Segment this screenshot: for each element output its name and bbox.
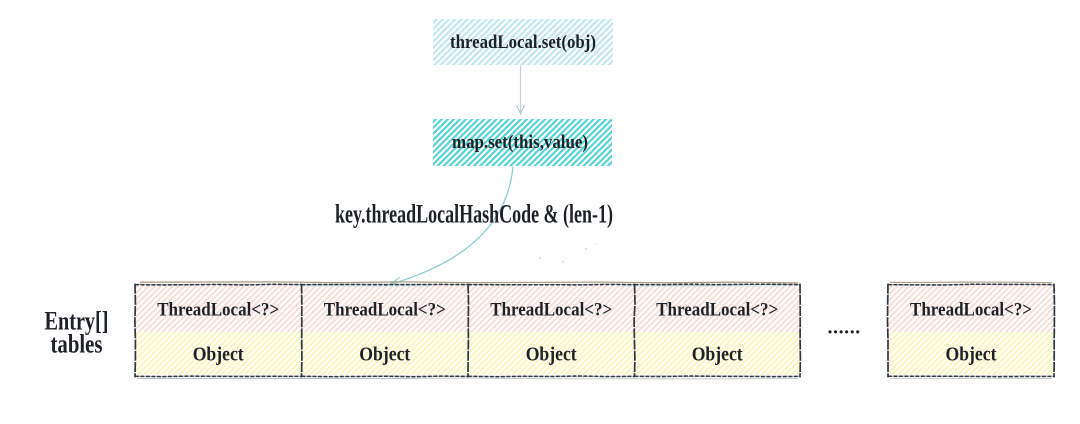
svg-text:Object: Object (946, 343, 997, 365)
svg-text:Object: Object (692, 343, 743, 365)
svg-text:threadLocal.set(obj): threadLocal.set(obj) (450, 32, 596, 53)
svg-text:ThreadLocal<?>: ThreadLocal<?> (324, 301, 446, 321)
svg-text:ThreadLocal<?>: ThreadLocal<?> (157, 301, 279, 321)
svg-text:ThreadLocal<?>: ThreadLocal<?> (910, 301, 1032, 321)
svg-text:key.threadLocalHashCode & (len: key.threadLocalHashCode & (len-1) (335, 200, 613, 229)
svg-text:ThreadLocal<?>: ThreadLocal<?> (490, 301, 612, 321)
svg-text:Object: Object (359, 343, 410, 365)
svg-text:Entry[]: Entry[] (45, 306, 109, 335)
svg-text:ThreadLocal<?>: ThreadLocal<?> (656, 301, 778, 321)
svg-text:......: ...... (828, 316, 861, 338)
svg-text:Object: Object (526, 343, 577, 365)
svg-text:tables: tables (51, 330, 103, 359)
svg-text:Object: Object (193, 343, 244, 365)
svg-text:map.set(this,value): map.set(this,value) (452, 132, 588, 153)
